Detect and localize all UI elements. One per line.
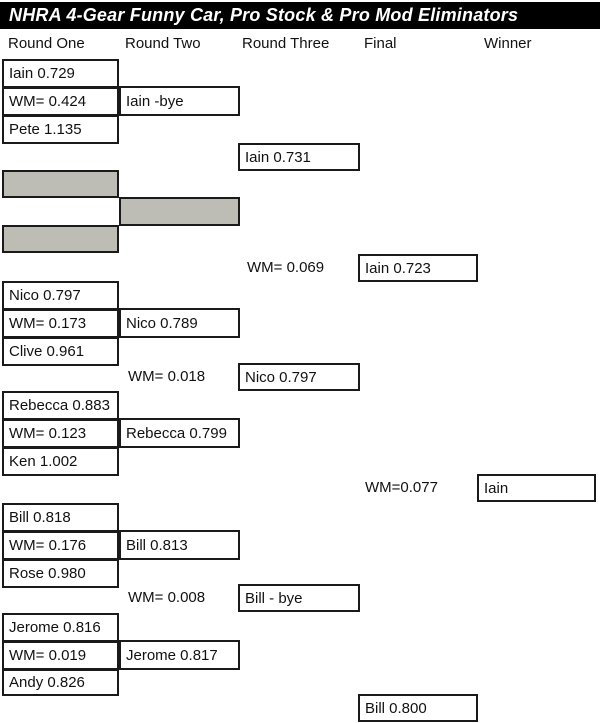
round1-heat5-wm: WM= 0.019 [2,641,119,670]
round2-winner-heat5: Jerome 0.817 [119,640,240,670]
round2-winner-heat2: Nico 0.789 [119,308,240,338]
final-wm-top: WM= 0.069 [247,259,325,276]
round1-heat2-racer2: Clive 0.961 [2,337,119,366]
empty-slot-middle [119,197,240,226]
round1-heat1-racer2: Pete 1.135 [2,115,119,144]
empty-slot-top [2,170,119,198]
round1-heat3-racer2: Ken 1.002 [2,447,119,476]
round2-winner-heat3: Rebecca 0.799 [119,418,240,448]
round2-winner-heat1: Iain -bye [119,86,240,116]
column-header-final: Final [364,35,397,52]
round1-heat4-wm: WM= 0.176 [2,531,119,560]
round3-entry-3: Bill - bye [238,584,360,612]
column-header-round-three: Round Three [242,35,330,52]
round1-heat3-racer1: Rebecca 0.883 [2,391,119,420]
column-header-winner: Winner [484,35,532,52]
final-entry-2: Bill 0.800 [358,694,478,722]
empty-slot-bottom [2,225,119,253]
round3-wm-bill: WM= 0.008 [128,589,206,606]
round3-entry-1: Iain 0.731 [238,143,360,171]
round3-entry-2: Nico 0.797 [238,363,360,391]
column-header-round-one: Round One [8,35,85,52]
round1-heat2-racer1: Nico 0.797 [2,281,119,310]
round1-heat5-racer1: Jerome 0.816 [2,613,119,642]
round1-heat4-racer1: Bill 0.818 [2,503,119,532]
final-entry-1: Iain 0.723 [358,254,478,282]
round1-heat4-racer2: Rose 0.980 [2,559,119,588]
round1-heat3-wm: WM= 0.123 [2,419,119,448]
column-header-round-two: Round Two [125,35,201,52]
round1-heat1-wm: WM= 0.424 [2,87,119,116]
round1-heat5-racer2: Andy 0.826 [2,669,119,696]
page-title: NHRA 4-Gear Funny Car, Pro Stock & Pro M… [9,5,519,25]
round1-heat1-racer1: Iain 0.729 [2,59,119,88]
round3-wm-nico: WM= 0.018 [128,368,206,385]
round1-heat2-wm: WM= 0.173 [2,309,119,338]
winner-wm: WM=0.077 [365,479,438,496]
winner-entry: Iain [477,474,596,502]
round2-winner-heat4: Bill 0.813 [119,530,240,560]
title-bar: NHRA 4-Gear Funny Car, Pro Stock & Pro M… [0,2,600,29]
